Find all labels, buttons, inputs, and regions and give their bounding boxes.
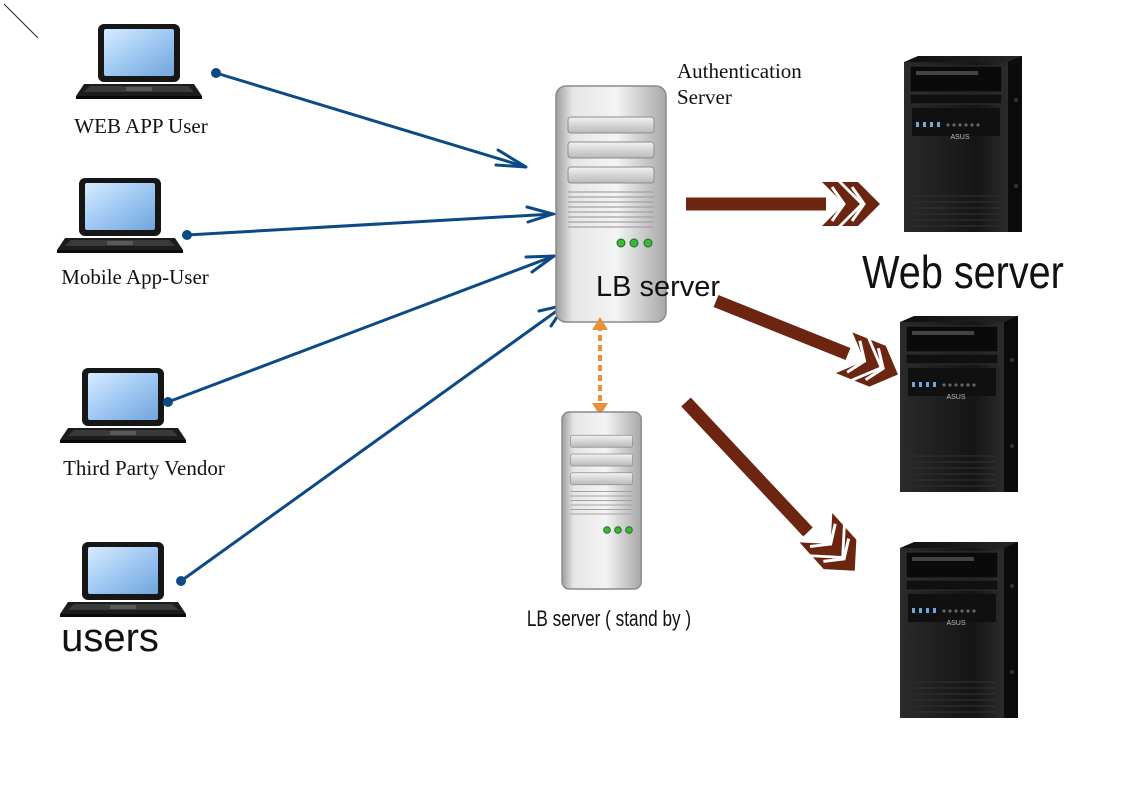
failover-link [592,317,608,416]
client-label: Mobile App-User [61,265,209,289]
client-label: users [61,616,159,660]
arrow-head-up [592,317,608,330]
lb-server-standby: LB server ( stand by ) [527,411,691,632]
double-chevron-icon [820,180,882,228]
lb-server-label: LB server [596,271,720,303]
client-arrow [185,212,555,237]
client-users: users [60,542,186,660]
arrow-head-down [592,403,608,416]
laptop-icon [76,24,202,99]
tower-server-icon [903,55,1023,233]
status-led [603,526,611,534]
web-server-1: ASUS [903,55,1023,233]
client-web-app: WEB APP User [74,24,208,138]
server-arrow-shaft [681,397,813,537]
arrow-dot [182,230,192,240]
status-led [625,526,633,534]
arrow-head [524,254,559,274]
web-server-2: ASUS [899,315,1019,493]
status-led [629,238,639,248]
arrow-head [494,148,527,169]
auth-server-line1: Authentication [677,59,802,83]
status-led [616,238,626,248]
server-arrow-3 [681,397,873,588]
client-arrows [166,71,569,583]
double-chevron-icon [834,330,908,397]
tower-server-icon [899,541,1019,719]
web-server-3: ASUS [899,541,1019,719]
server-arrow-shaft [713,294,851,361]
server-arrows [681,180,908,588]
arrow-dot [163,397,173,407]
laptop-icon [60,542,186,617]
double-chevron-icon [798,511,873,588]
asus-logo: ASUS [946,620,965,627]
client-arrow [166,254,556,404]
client-label: WEB APP User [74,114,207,138]
corner-mark-line [3,3,39,39]
auth-server-line2: Server [677,85,732,109]
asus-logo: ASUS [946,394,965,401]
client-arrow-dots [163,68,221,586]
tower-server-icon [899,315,1019,493]
lb-standby-label: LB server ( stand by ) [527,607,691,632]
laptop-icon [57,178,183,253]
client-third-party: Third Party Vendor [60,368,225,480]
client-arrow [214,71,528,169]
status-leds [616,238,653,248]
client-label: Third Party Vendor [63,456,225,480]
lb-server-primary: LB server [555,85,720,323]
client-mobile-app: Mobile App-User [57,178,209,289]
web-server-label: Web server [862,247,1064,299]
asus-logo: ASUS [950,134,969,141]
status-led [643,238,653,248]
server-arrow-1 [686,180,882,228]
status-led [614,526,622,534]
server-arrow-2 [713,294,908,397]
auth-server-label: Authentication Server [677,59,802,109]
status-leds [603,526,633,534]
arrow-dot [211,68,221,78]
arrow-dot [176,576,186,586]
client-arrow [179,303,567,583]
arrow-head [525,205,559,224]
